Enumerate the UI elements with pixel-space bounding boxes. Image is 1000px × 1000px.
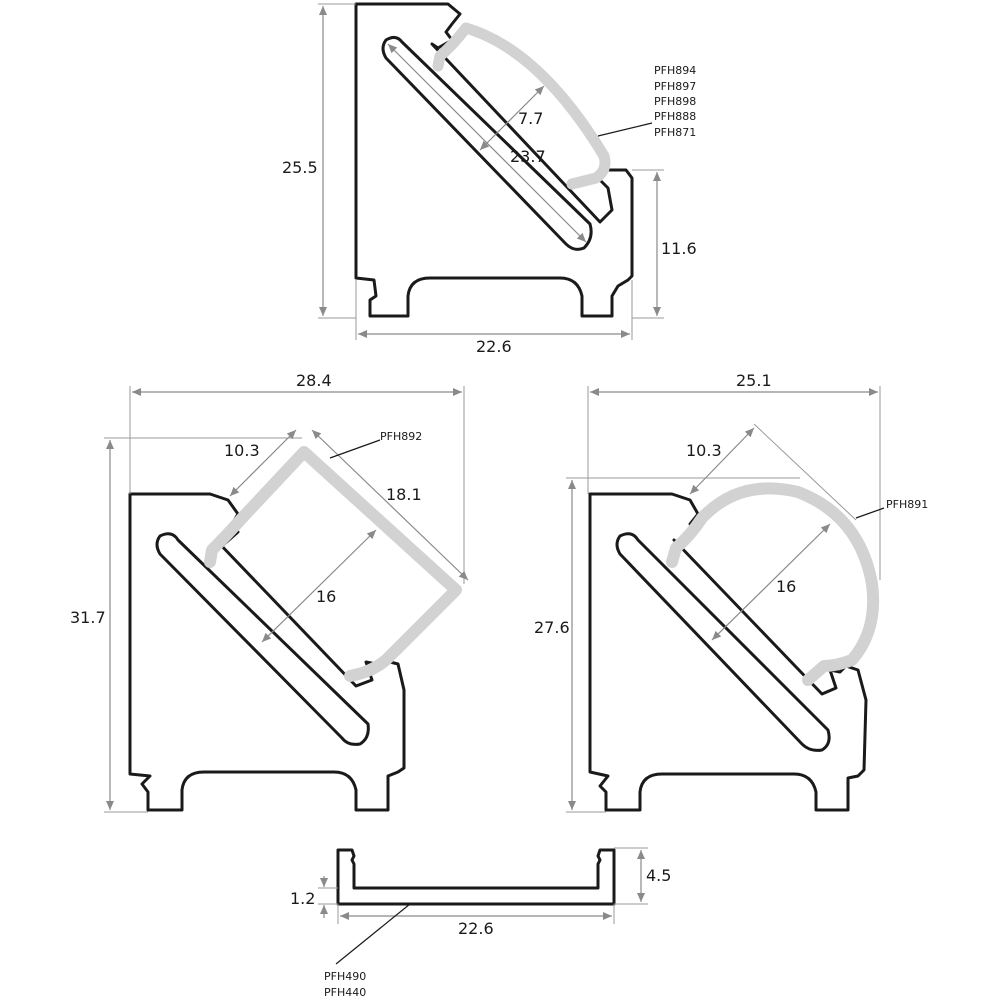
top-code-1: PFH894 bbox=[654, 64, 696, 77]
right-led-dim-line bbox=[711, 523, 831, 641]
bottom-dimensions: 4.5 1.2 22.6 PFH490 PFH440 bbox=[290, 847, 671, 999]
top-code-5: PFH871 bbox=[654, 126, 696, 139]
left-height-label: 31.7 bbox=[70, 608, 106, 627]
bottom-width-label: 22.6 bbox=[458, 919, 494, 938]
left-led-dim-line bbox=[261, 529, 377, 643]
right-diffuser bbox=[666, 482, 880, 686]
left-dimensions: 28.4 31.7 10.3 18.1 16 PFH892 bbox=[70, 371, 469, 813]
top-height-label: 25.5 bbox=[282, 158, 318, 177]
bottom-code-leader bbox=[335, 903, 411, 965]
left-diffuser-short-label: 10.3 bbox=[224, 441, 260, 460]
bottom-height-label: 4.5 bbox=[646, 866, 671, 885]
top-profile bbox=[354, 2, 634, 318]
bottom-thickness-label: 1.2 bbox=[290, 889, 315, 908]
left-profile bbox=[128, 446, 462, 812]
top-led-dim-line bbox=[387, 43, 587, 243]
left-width-label: 28.4 bbox=[296, 371, 332, 390]
bottom-profile bbox=[336, 848, 616, 906]
right-code: PFH891 bbox=[886, 498, 928, 511]
right-code-leader bbox=[855, 507, 885, 519]
right-dimensions: 25.1 27.6 10.3 16 PFH891 bbox=[534, 371, 928, 813]
right-led-channel bbox=[615, 532, 831, 752]
top-dimensions: 25.5 11.6 22.6 7.7 23.7 PFH894 PFH897 PF… bbox=[282, 3, 697, 356]
left-code-leader bbox=[329, 439, 381, 459]
bottom-code-2: PFH440 bbox=[324, 986, 366, 999]
top-code-3: PFH898 bbox=[654, 95, 696, 108]
right-led-label: 16 bbox=[776, 577, 796, 596]
left-led-label: 16 bbox=[316, 587, 336, 606]
bottom-profile-outline bbox=[336, 848, 616, 906]
right-profile bbox=[588, 482, 880, 812]
top-offset-label: 7.7 bbox=[518, 109, 543, 128]
top-code-2: PFH897 bbox=[654, 80, 696, 93]
left-diffuser bbox=[204, 446, 462, 682]
top-code-4: PFH888 bbox=[654, 110, 696, 123]
right-diffuser-short-dim-line bbox=[689, 427, 755, 495]
left-diffuser-long-label: 18.1 bbox=[386, 485, 422, 504]
top-width-label: 22.6 bbox=[476, 337, 512, 356]
right-diffuser-short-label: 10.3 bbox=[686, 441, 722, 460]
right-width-label: 25.1 bbox=[736, 371, 772, 390]
left-code: PFH892 bbox=[380, 430, 422, 443]
bottom-code-1: PFH490 bbox=[324, 970, 366, 983]
left-diffuser-short-dim-line bbox=[229, 429, 297, 497]
top-led-label: 23.7 bbox=[510, 147, 546, 166]
left-diffuser-long-dim-line bbox=[311, 429, 469, 581]
top-side-height-label: 11.6 bbox=[661, 239, 697, 258]
right-height-label: 27.6 bbox=[534, 618, 570, 637]
top-code-leader bbox=[597, 122, 653, 137]
